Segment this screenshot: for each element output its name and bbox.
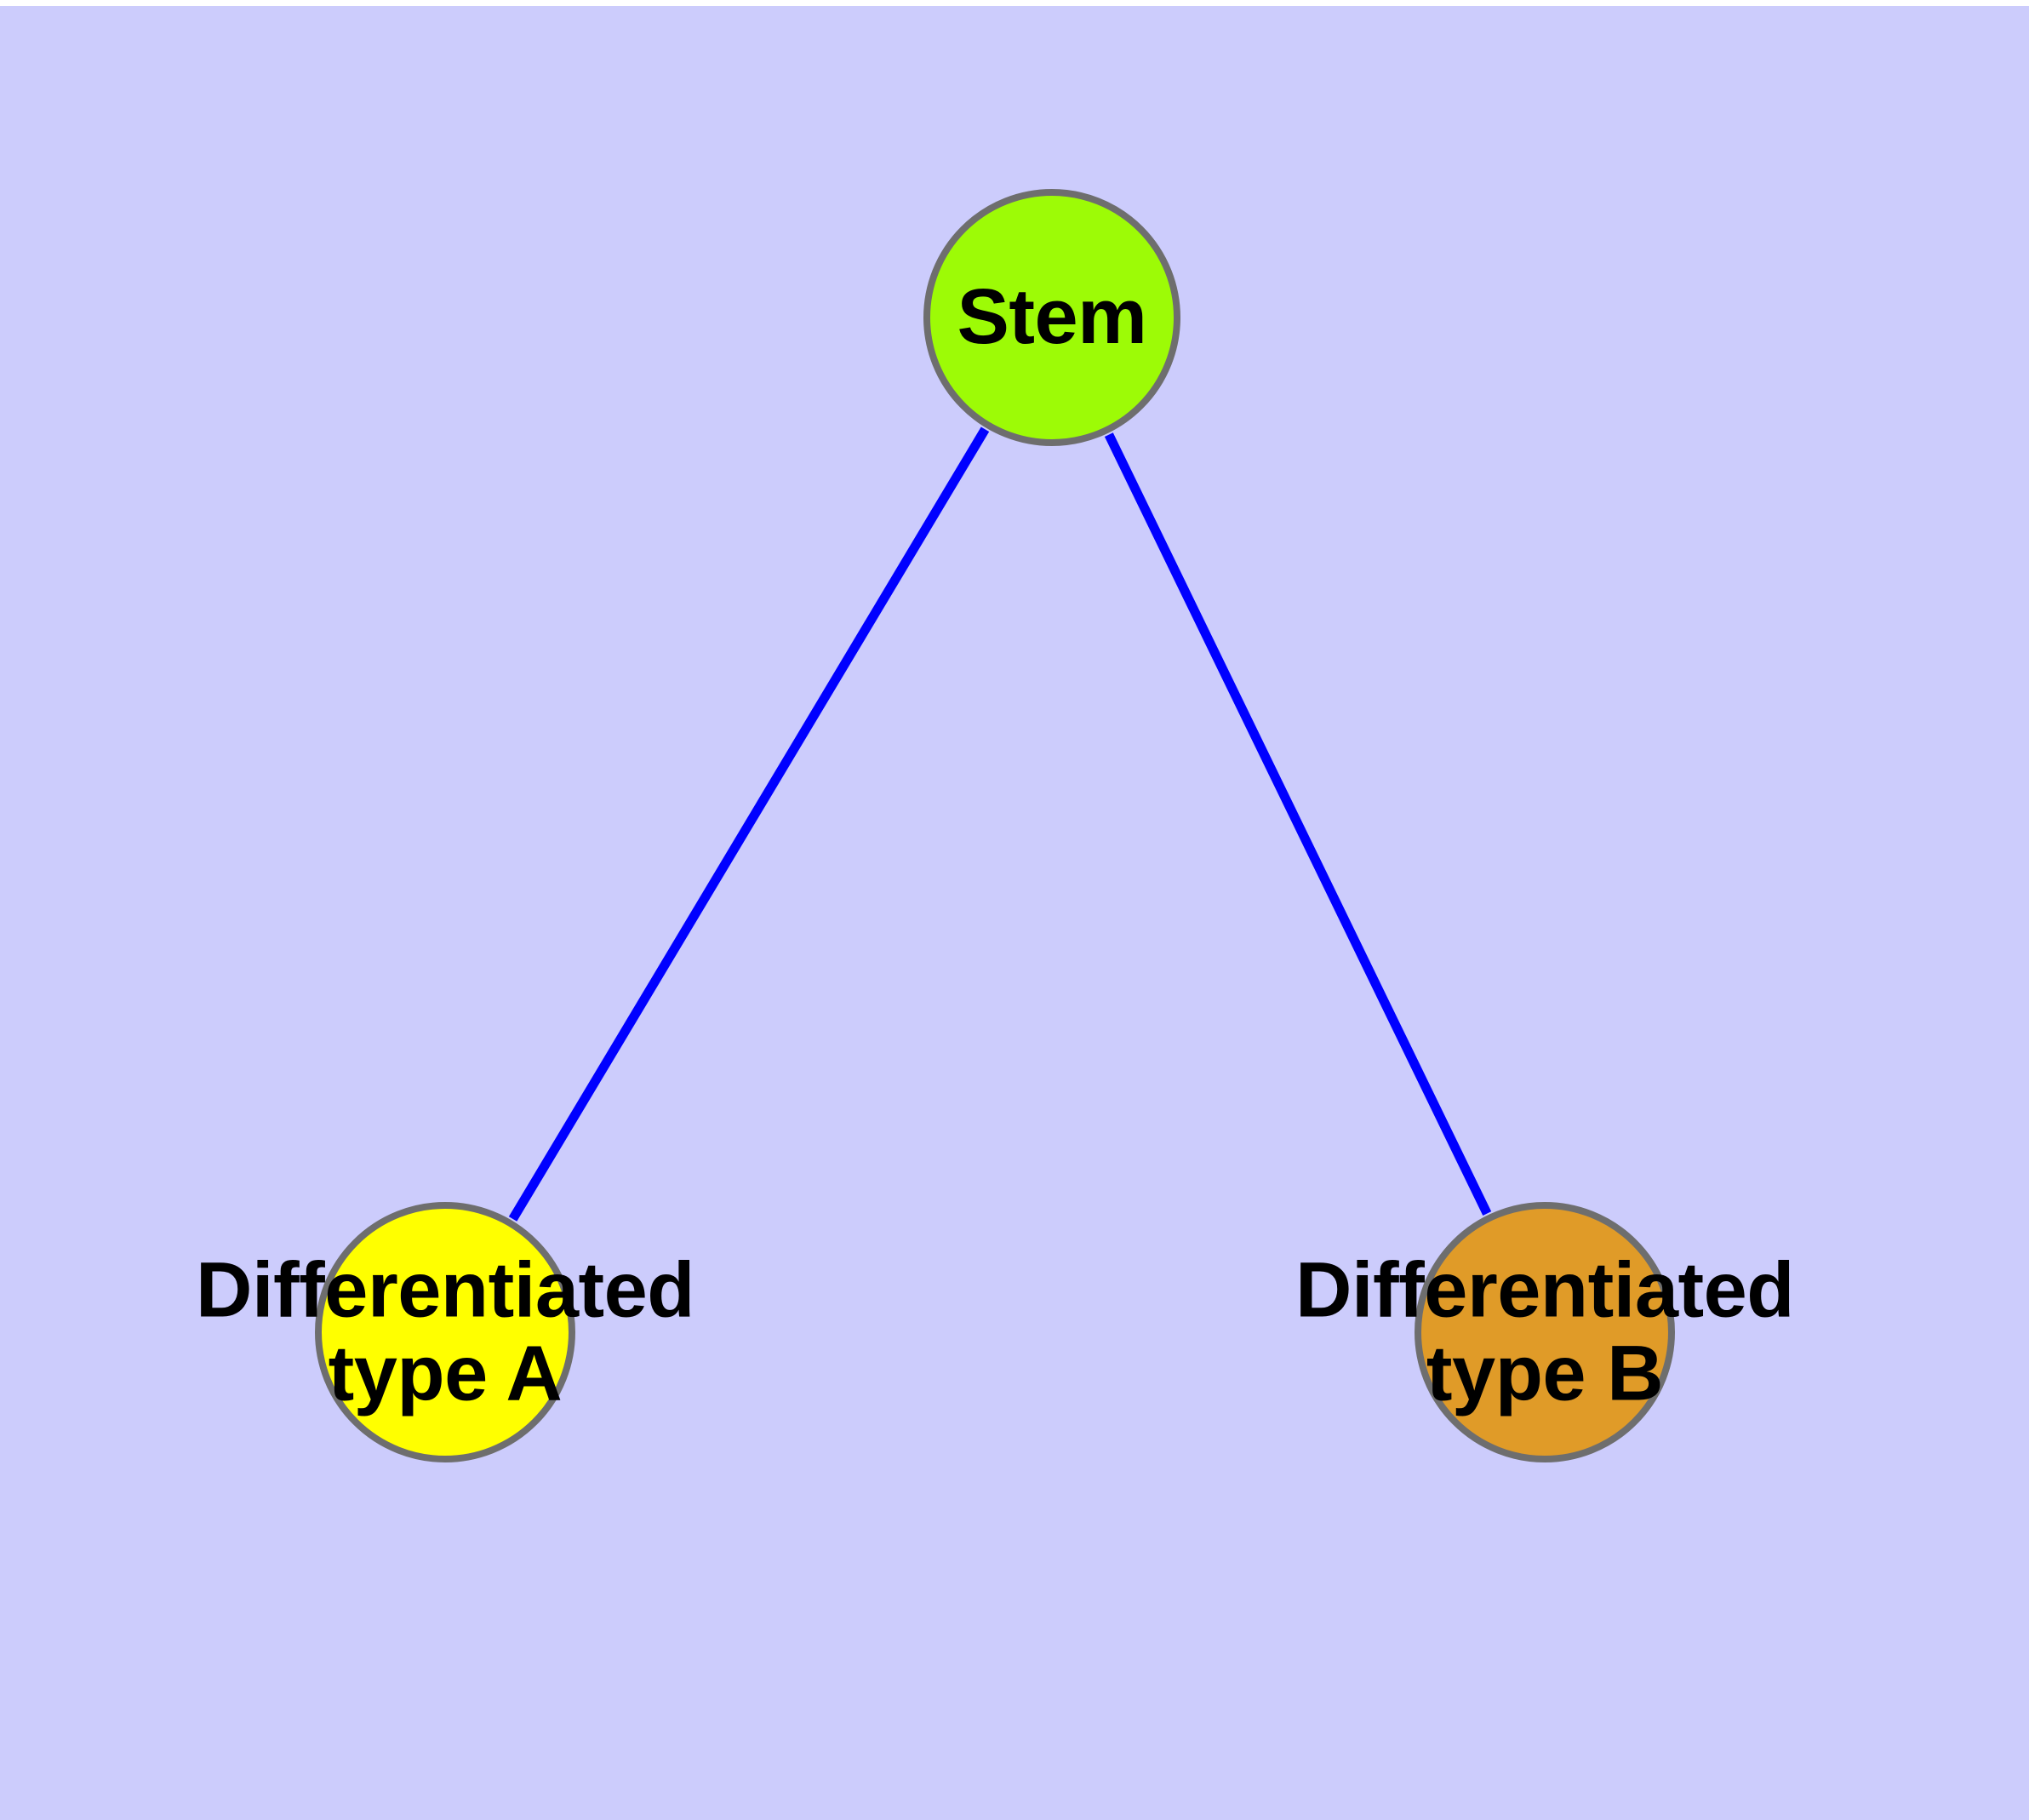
graph-edge-stem-diff_b[interactable] (1104, 432, 1492, 1216)
graph-node-diff_a[interactable] (315, 1202, 575, 1462)
graph-node-stem[interactable] (923, 189, 1180, 446)
graph-node-diff_b[interactable] (1415, 1202, 1675, 1462)
edge-layer (508, 426, 1492, 1222)
graph-edge-stem-diff_a[interactable] (508, 426, 990, 1222)
node-layer (315, 189, 1675, 1462)
